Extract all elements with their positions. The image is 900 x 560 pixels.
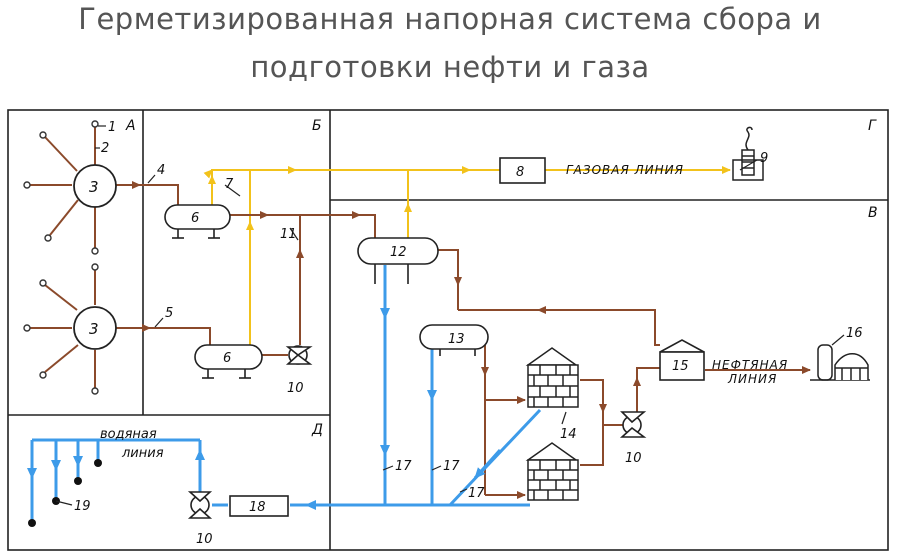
zone-frame — [7, 109, 889, 551]
label-12: 12 — [390, 245, 407, 260]
oil-lines — [30, 127, 811, 499]
tank-farm-16 — [810, 344, 870, 381]
label-10-water: 10 — [196, 532, 213, 547]
label-10-right: 10 — [625, 451, 642, 466]
well-heads — [23, 120, 99, 395]
label-17-b: 17 — [443, 459, 460, 474]
gas-lines — [203, 166, 731, 345]
label-6-bottom: 6 — [223, 351, 231, 366]
water-line-label-2: линия — [121, 446, 164, 461]
label-3-top: 3 — [89, 178, 99, 196]
separator-12 — [357, 237, 439, 284]
pump-10-left — [285, 345, 313, 365]
oil-line-label-1: НЕФТЯНАЯ — [712, 358, 788, 372]
label-8: 8 — [516, 165, 524, 180]
pump-10-right — [619, 411, 647, 438]
label-19: 19 — [74, 499, 91, 514]
diagram-title-line-2: подготовки нефти и газа — [250, 50, 650, 84]
zone-label-d: Д — [311, 422, 323, 438]
label-5: 5 — [165, 306, 173, 321]
water-outlets — [28, 459, 102, 527]
label-13: 13 — [448, 332, 465, 347]
diagram-title-line-1: Герметизированная напорная система сбора… — [78, 2, 822, 36]
label-7: 7 — [225, 177, 234, 192]
manifold-3-bottom — [73, 306, 117, 350]
gas-line-label: ГАЗОВАЯ ЛИНИЯ — [566, 163, 684, 177]
separator-8-box — [499, 157, 546, 184]
flare-9 — [732, 126, 764, 181]
label-4: 4 — [157, 163, 165, 178]
zone-letters: А Б Г В Д — [125, 118, 878, 438]
separator-6-top — [164, 204, 231, 239]
label-14: 14 — [560, 427, 577, 442]
zone-label-g: Г — [868, 118, 877, 134]
water-lines — [27, 265, 542, 520]
oil-line-label-2: ЛИНИЯ — [727, 372, 777, 386]
manifold-3-top — [73, 164, 117, 208]
label-10-left: 10 — [287, 381, 304, 396]
label-18: 18 — [249, 500, 266, 515]
settler-14-bottom — [525, 442, 579, 501]
settler-14-top — [525, 347, 579, 408]
label-3-bottom: 3 — [89, 320, 99, 338]
label-9: 9 — [760, 151, 768, 166]
label-6-top: 6 — [191, 211, 199, 226]
label-1: 1 — [108, 120, 116, 135]
pump-10-water — [187, 491, 213, 519]
label-11: 11 — [280, 227, 297, 242]
separator-6-bottom — [194, 344, 263, 379]
zone-label-b: Б — [312, 118, 322, 134]
zone-label-v: В — [868, 205, 878, 221]
label-17-a: 17 — [395, 459, 412, 474]
separator-13 — [419, 324, 489, 356]
label-15: 15 — [672, 359, 689, 374]
water-line-label-1: водяная — [100, 427, 157, 442]
label-17-c: 17 — [468, 486, 485, 501]
leader-lines — [55, 125, 845, 506]
equipment-numbers: 1 2 3 3 4 5 6 6 7 8 9 10 10 10 11 12 13 … — [74, 120, 863, 547]
zone-label-a: А — [125, 118, 136, 134]
label-16: 16 — [846, 326, 863, 341]
line-labels: ГАЗОВАЯ ЛИНИЯ НЕФТЯНАЯ ЛИНИЯ водяная лин… — [100, 163, 788, 461]
unit-15 — [659, 339, 705, 381]
label-2: 2 — [101, 141, 109, 156]
unit-18 — [229, 495, 289, 517]
